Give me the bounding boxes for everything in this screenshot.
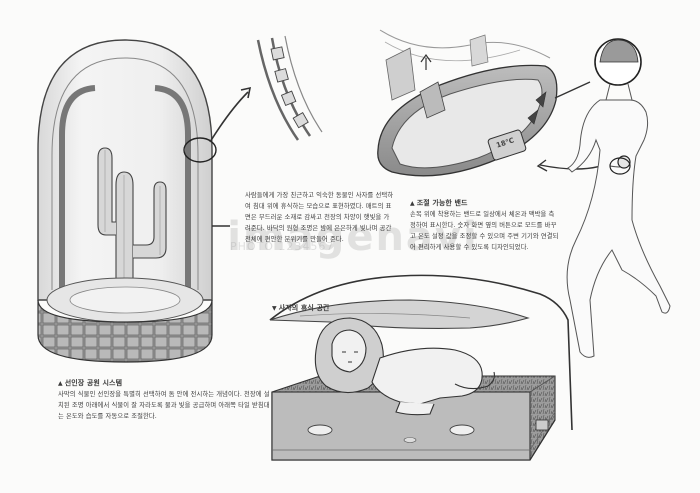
watermark: imagenavi bbox=[227, 214, 479, 260]
note-dome-title: ▲선인장 공원 시스템 bbox=[58, 379, 123, 387]
note-center-body: 사람들에게 가장 친근하고 익숙한 동물인 사자를 선택하여 침대 위에 휴식하… bbox=[245, 192, 394, 243]
note-band-title: ▲조절 가능한 밴드 bbox=[410, 199, 468, 207]
bracelet-band bbox=[377, 29, 616, 177]
note-lion: ▼사자의 휴식 공간 bbox=[272, 303, 372, 314]
dome-detail bbox=[256, 35, 323, 141]
note-dome-body: 사막의 식물인 선인장을 특별히 선택하여 돔 안에 전시하는 개념이다. 천장… bbox=[58, 391, 270, 420]
note-band: ▲조절 가능한 밴드 손목 위에 착용하는 밴드로 일상에서 체온과 맥박을 측… bbox=[410, 198, 560, 253]
wearer-figure bbox=[566, 38, 671, 358]
note-dome: ▲선인장 공원 시스템 사막의 식물인 선인장을 특별히 선택하여 돔 안에 전… bbox=[58, 378, 273, 422]
watermark-sub: PHOTO 1234567 bbox=[230, 240, 335, 253]
note-center: 사람들에게 가장 친근하고 익숙한 동물인 사자를 선택하여 침대 위에 휴식하… bbox=[245, 190, 395, 245]
cactus-dome bbox=[37, 39, 230, 363]
lion-bed bbox=[269, 274, 573, 461]
note-lion-title: ▼사자의 휴식 공간 bbox=[272, 304, 330, 312]
note-band-body: 손목 위에 착용하는 밴드로 일상에서 체온과 맥박을 측정하여 표시한다. 숫… bbox=[410, 211, 559, 251]
